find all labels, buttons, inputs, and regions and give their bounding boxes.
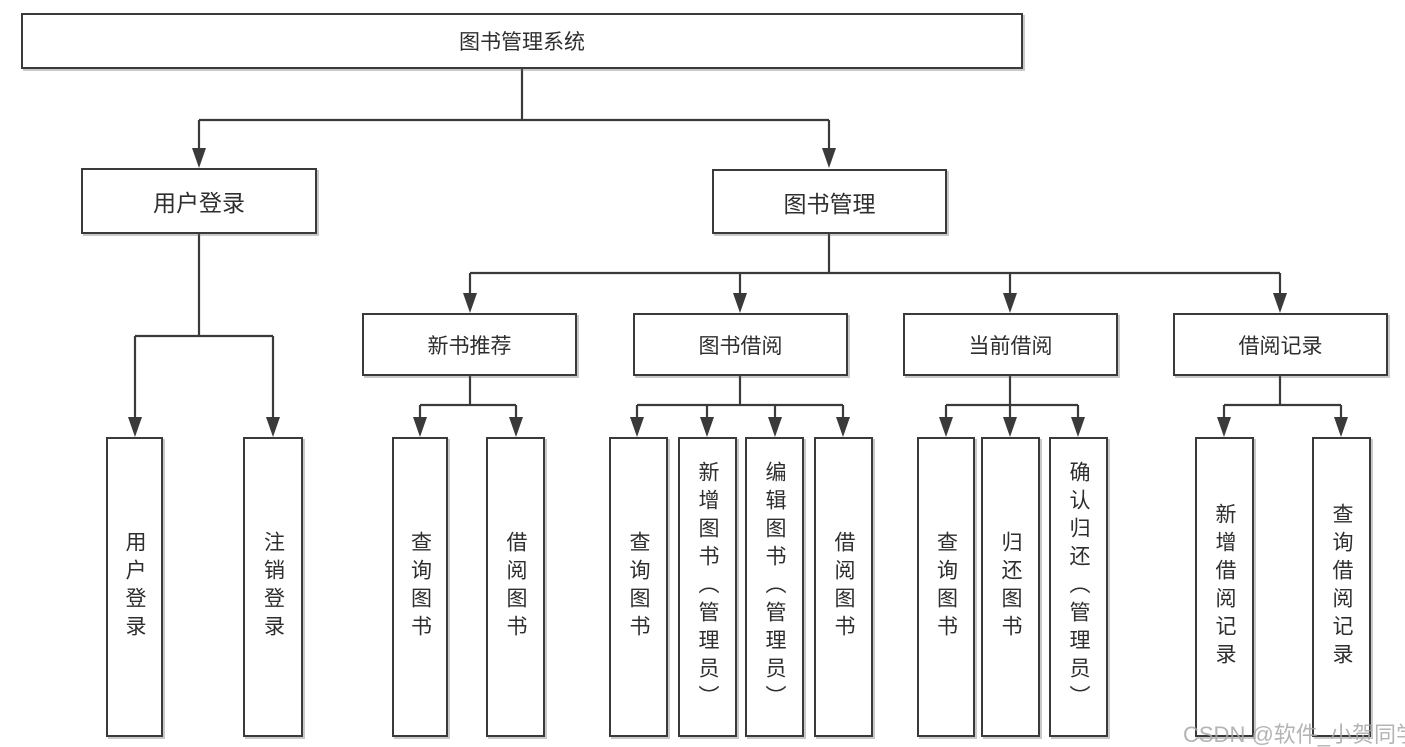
- node-label: 用户登录: [153, 190, 245, 216]
- node-leaf-borrow-book-2: 借阅图书: [814, 437, 873, 737]
- node-label: 查询图书: [627, 531, 650, 643]
- arrow-icon: [413, 417, 427, 437]
- node-borrowing-records: 借阅记录: [1173, 313, 1388, 376]
- arrow-icon: [1003, 417, 1017, 437]
- arrow-icon: [266, 417, 280, 437]
- arrow-icon: [1071, 417, 1085, 437]
- node-label: 图书管理系统: [459, 31, 585, 54]
- arrow-icon: [630, 417, 644, 437]
- node-label: 编辑图书（管理员）: [763, 461, 786, 713]
- arrow-icon: [939, 417, 953, 437]
- arrow-icon: [128, 417, 142, 437]
- arrow-icon: [1334, 417, 1348, 437]
- node-leaf-add-borrow-record: 新增借阅记录: [1195, 437, 1254, 737]
- arrow-icon: [768, 417, 782, 437]
- node-leaf-confirm-return-admin: 确认归还（管理员）: [1049, 437, 1108, 737]
- arrow-icon: [733, 293, 747, 313]
- node-leaf-edit-book-admin: 编辑图书（管理员）: [745, 437, 804, 737]
- node-user-login: 用户登录: [81, 168, 317, 234]
- node-leaf-borrow-book-1: 借阅图书: [486, 437, 545, 737]
- watermark: CSDN @软件_小贺同学: [1183, 722, 1405, 747]
- node-label: 图书借阅: [698, 334, 783, 358]
- node-leaf-query-book-1: 查询图书: [392, 437, 448, 737]
- node-library-system: 图书管理系统: [21, 13, 1023, 69]
- node-label: 归还图书: [999, 531, 1022, 643]
- arrow-icon: [1003, 293, 1017, 313]
- arrow-icon: [836, 417, 850, 437]
- node-label: 查询借阅记录: [1330, 503, 1353, 671]
- node-book-borrowing: 图书借阅: [633, 313, 848, 376]
- node-label: 新书推荐: [427, 334, 512, 358]
- node-new-book-recommend: 新书推荐: [362, 313, 577, 376]
- node-label: 注销登录: [261, 531, 285, 643]
- node-label: 用户登录: [123, 531, 146, 643]
- node-leaf-logout: 注销登录: [243, 437, 303, 737]
- node-leaf-user-login: 用户登录: [106, 437, 163, 737]
- node-leaf-query-book-2: 查询图书: [609, 437, 668, 737]
- node-leaf-query-borrow-record: 查询借阅记录: [1312, 437, 1371, 737]
- arrow-icon: [192, 148, 206, 168]
- node-label: 图书管理: [783, 190, 876, 217]
- node-book-management: 图书管理: [712, 169, 947, 234]
- node-leaf-query-book-3: 查询图书: [917, 437, 975, 737]
- connector-path: [133, 69, 1343, 419]
- node-label: 新增借阅记录: [1213, 503, 1236, 671]
- node-label: 确认归还（管理员）: [1067, 461, 1090, 713]
- node-label: 新增图书（管理员）: [696, 461, 719, 713]
- arrow-icon: [463, 293, 477, 313]
- node-current-borrowing: 当前借阅: [903, 313, 1118, 376]
- arrowheads: [128, 148, 1348, 437]
- node-leaf-add-book-admin: 新增图书（管理员）: [678, 437, 737, 737]
- node-leaf-return-book: 归还图书: [981, 437, 1040, 737]
- arrow-icon: [509, 417, 523, 437]
- arrow-icon: [700, 417, 714, 437]
- node-label: 当前借阅: [968, 334, 1053, 358]
- node-label: 查询图书: [934, 531, 958, 643]
- arrow-icon: [1273, 293, 1287, 313]
- node-label: 借阅图书: [504, 531, 527, 643]
- node-label: 借阅记录: [1238, 334, 1323, 358]
- node-label: 查询图书: [408, 531, 432, 643]
- arrow-icon: [822, 148, 836, 168]
- arrow-icon: [1217, 417, 1231, 437]
- node-label: 借阅图书: [832, 531, 855, 643]
